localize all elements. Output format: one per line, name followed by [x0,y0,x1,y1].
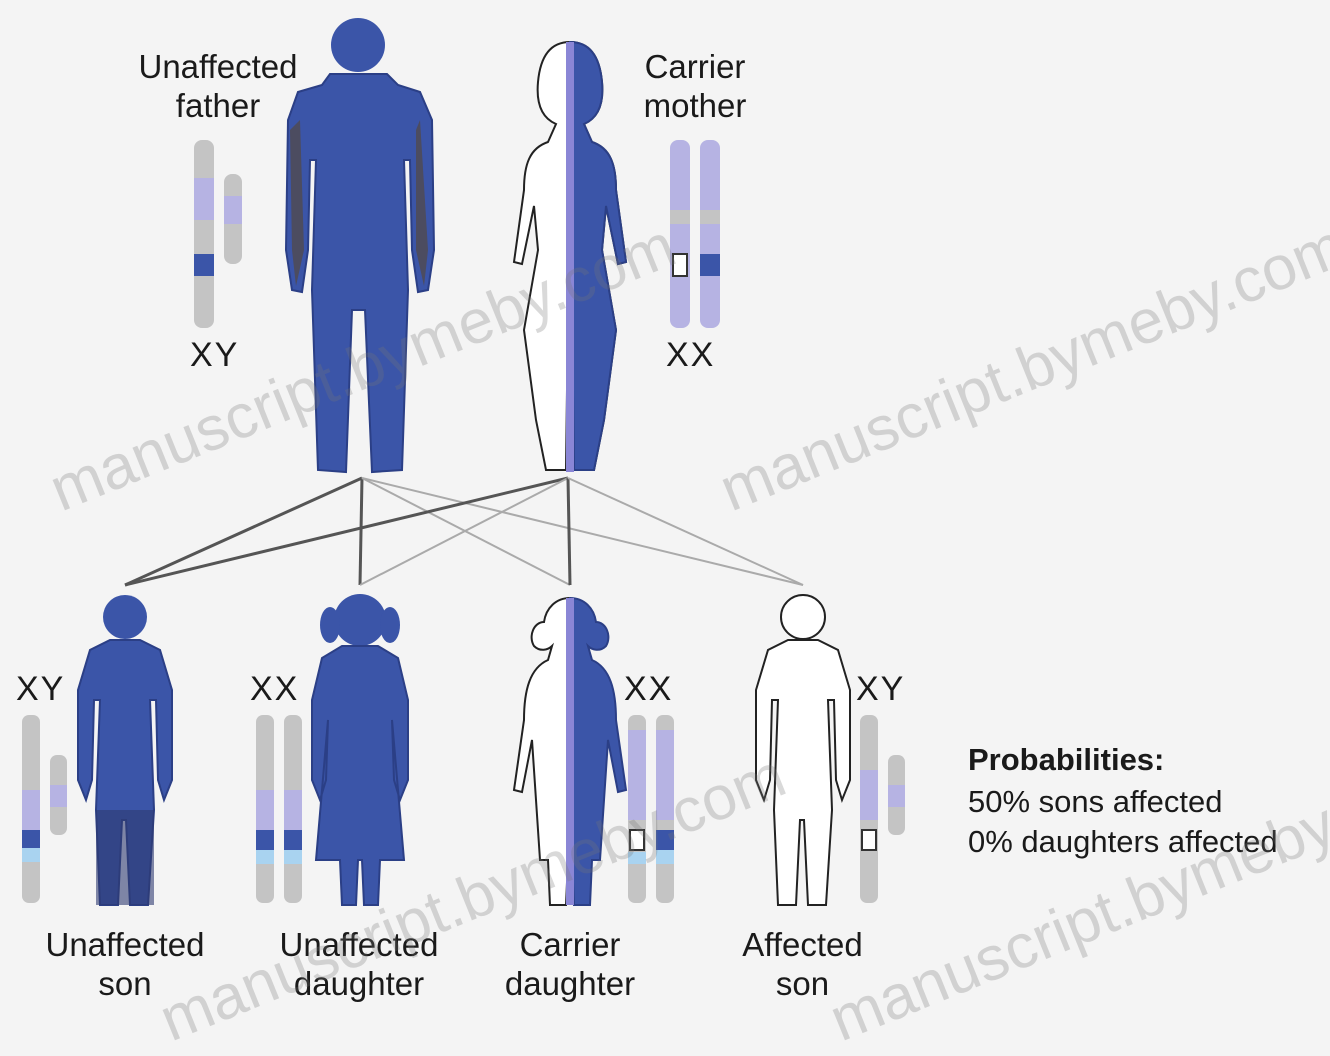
child2-label: Unaffected daughter [268,925,450,1003]
inheritance-line [568,478,803,585]
inheritance-line [362,478,803,585]
child3-karyotype: XX [624,670,673,709]
inheritance-line [568,478,570,585]
mother-figure [514,42,626,472]
child4-label-line1: Affected [725,925,880,964]
father-figure [286,18,434,472]
child4-karyotype: XY [856,670,905,709]
child1-chromosomes [22,715,67,903]
inheritance-diagram: Unaffected father Carrier mother XY XX X… [0,0,1330,1006]
mother-chromosomes [670,140,720,328]
father-label: Unaffected father [128,47,308,125]
inheritance-lines [125,478,803,585]
child3-label-line1: Carrier [490,925,650,964]
child1-karyotype: XY [16,670,65,709]
child2-karyotype: XX [250,670,299,709]
child3-label: Carrier daughter [490,925,650,1003]
probability-daughters: 0% daughters affected [968,824,1278,860]
mother-karyotype: XX [666,336,715,375]
inheritance-line [360,478,362,585]
child1-label-line1: Unaffected [35,925,215,964]
child-unaffected-son-figure [78,595,172,905]
child1-label-line2: son [35,964,215,1003]
child-carrier-daughter-figure [514,598,626,905]
child3-chromosomes [628,715,674,903]
inheritance-line [125,478,362,585]
father-label-line1: Unaffected [128,47,308,86]
mother-label-line2: mother [620,86,770,125]
child2-label-line1: Unaffected [268,925,450,964]
child-affected-son-figure [756,595,850,905]
father-label-line2: father [128,86,308,125]
child4-label-line2: son [725,964,880,1003]
child-unaffected-daughter-figure [312,594,408,905]
probability-sons: 50% sons affected [968,784,1223,820]
child2-chromosomes [256,715,302,903]
probabilities-title: Probabilities: [968,742,1164,778]
child4-chromosomes [860,715,905,903]
inheritance-line [125,478,568,585]
child1-label: Unaffected son [35,925,215,1003]
mother-label-line1: Carrier [620,47,770,86]
mother-label: Carrier mother [620,47,770,125]
child4-label: Affected son [725,925,880,1003]
father-chromosomes [194,140,242,328]
father-karyotype: XY [190,336,239,375]
child3-label-line2: daughter [490,964,650,1003]
child2-label-line2: daughter [268,964,450,1003]
